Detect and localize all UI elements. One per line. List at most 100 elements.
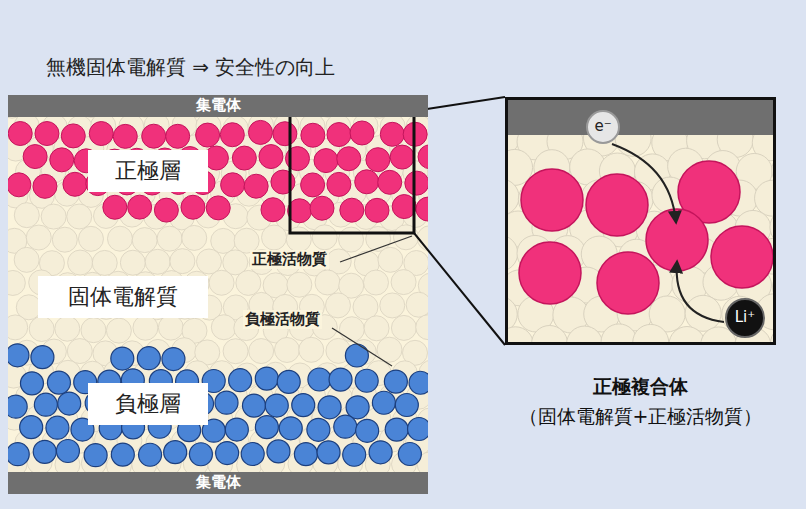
electrolyte-particle	[182, 225, 207, 250]
anode-particle	[267, 440, 290, 463]
electrolyte-particle	[406, 292, 428, 317]
electrolyte-particle	[274, 337, 299, 362]
zoom-box: 正極複合体（固体電解質+正極活物質）e⁻Li⁺	[505, 97, 776, 345]
cathode-particle	[586, 174, 648, 236]
cathode-particle	[597, 252, 659, 314]
anode-particle	[189, 443, 212, 466]
anode-particle	[334, 415, 357, 438]
electrolyte-particle	[380, 293, 405, 318]
anode-particle	[384, 370, 407, 393]
cathode-particle	[416, 197, 428, 221]
part-label: 負極活物質	[243, 310, 322, 329]
anode-particle	[307, 418, 330, 441]
cathode-particle	[248, 120, 272, 144]
anode-particle	[46, 416, 69, 439]
node-label: e⁻	[594, 118, 611, 135]
title: 無機固体電解質 ⇒ 安全性の向上	[46, 54, 335, 81]
cathode-particle	[350, 121, 374, 145]
electrolyte-particle	[120, 250, 145, 275]
electrolyte-particle	[132, 228, 157, 253]
cathode-particle	[418, 145, 428, 169]
electrolyte-particle	[170, 249, 195, 274]
electrolyte-particle	[67, 204, 92, 229]
cathode-particle	[301, 123, 325, 147]
anode-particle	[409, 371, 428, 394]
anode-particle	[8, 443, 29, 466]
anode-particle	[294, 443, 317, 466]
electrolyte-particle	[158, 315, 183, 340]
cathode-particle	[340, 198, 364, 222]
cathode-particle	[50, 148, 74, 172]
cathode-particle	[390, 145, 414, 169]
electrolyte-particle	[364, 270, 389, 295]
cathode-particle	[33, 174, 57, 198]
electrolyte-particle	[196, 249, 221, 274]
cathode-particle	[142, 124, 166, 148]
electrolyte-particle	[287, 272, 312, 297]
node-label: Li⁺	[735, 309, 755, 326]
cathode-particle	[154, 198, 178, 222]
electrolyte-particle	[78, 226, 103, 251]
anode-particle	[225, 418, 248, 441]
node-label: 集電体	[196, 97, 241, 114]
cathode-particle	[8, 173, 31, 197]
zoom-ground	[505, 97, 776, 345]
electrolyte-particle	[92, 250, 117, 275]
electrolyte-particle	[299, 337, 324, 362]
electrolyte-particle	[29, 317, 54, 342]
anode-particle	[398, 443, 421, 466]
anode-particle	[329, 368, 352, 391]
electrolyte-particle	[601, 324, 637, 345]
electrolyte-particle	[364, 316, 389, 341]
electrolyte-particle	[211, 228, 236, 253]
anode-particle	[318, 396, 341, 419]
zoom-line	[414, 233, 505, 345]
anode-particle	[265, 394, 288, 417]
cathode-particle	[355, 170, 379, 194]
cathode-particle	[35, 122, 59, 146]
cathode-particle	[244, 174, 268, 198]
cathode-particle	[89, 122, 113, 146]
anode-particle	[33, 440, 56, 463]
cathode-particle	[380, 122, 404, 146]
anode-particle	[279, 417, 302, 440]
anode-particle	[356, 419, 379, 442]
cathode-particle	[521, 169, 583, 231]
anode-particle	[242, 394, 265, 417]
electrolyte-particle	[41, 204, 66, 229]
node-label: 負極層	[115, 391, 181, 416]
electrolyte-particle	[67, 339, 92, 364]
cathode-particle	[310, 196, 334, 220]
node-label: 集電体	[196, 474, 241, 491]
cathode-particle	[196, 123, 220, 147]
anode-particle	[308, 368, 331, 391]
anode-particle	[164, 441, 187, 464]
cathode-particle	[23, 145, 47, 169]
electrolyte-particle	[68, 250, 93, 275]
zoom-collector	[505, 97, 776, 135]
cathode-particle	[128, 195, 152, 219]
ion-path	[677, 262, 724, 322]
electrolyte-particle	[249, 339, 274, 364]
anode-particle	[408, 418, 428, 441]
anode-particle	[395, 394, 418, 417]
anode-particle	[20, 416, 43, 439]
cathode-particle	[365, 198, 389, 222]
layer-label-box: 正極層	[88, 150, 208, 192]
current-collector: 集電体	[8, 95, 428, 117]
cathode-particle	[232, 146, 256, 170]
layer-label-box: 固体電解質	[38, 276, 208, 318]
electrolyte-particle	[106, 318, 131, 343]
electrolyte-particle	[14, 203, 39, 228]
zoom-heading: 正極複合体	[448, 376, 806, 398]
cathode-particle	[405, 171, 428, 195]
anode-particle	[346, 396, 369, 419]
anode-particle	[111, 443, 134, 466]
anode-particle	[343, 443, 366, 466]
leader-line	[332, 328, 392, 366]
electrolyte-particle	[211, 315, 236, 340]
cathode-particle	[8, 122, 32, 146]
anode-particle	[241, 443, 264, 466]
electron-circle: e⁻	[586, 110, 620, 144]
electrolyte-particle	[14, 247, 39, 272]
